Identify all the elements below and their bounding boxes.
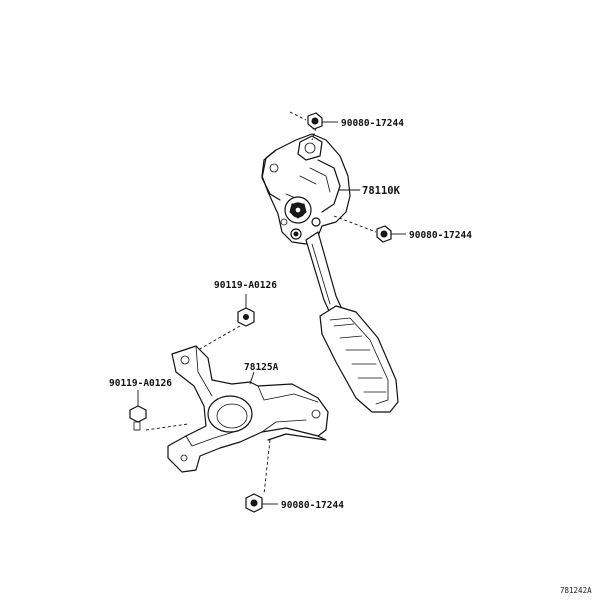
bolt-left-label: 90119-A0126	[109, 378, 172, 389]
pedal-bracket: 78125A	[167, 345, 329, 473]
nut-bottom-label: 90080-17244	[281, 500, 344, 511]
bolt-upper-label: 90119-A0126	[214, 280, 277, 291]
pedal-assembly-callout: 78110K	[338, 185, 401, 197]
nut-right: 90080-17244	[333, 215, 472, 243]
nut-right-label: 90080-17244	[409, 230, 472, 241]
bracket-label: 78125A	[244, 362, 279, 373]
bolt-upper: 90119-A0126	[197, 280, 277, 351]
bolt-left: 90119-A0126	[109, 378, 189, 431]
nut-top-label: 90080-17244	[341, 118, 404, 129]
accelerator-pedal-assembly	[261, 133, 399, 413]
pedal-assembly-label: 78110K	[362, 185, 401, 197]
nut-top: 90080-17244	[289, 111, 404, 141]
figure-code: 781242A	[560, 586, 592, 595]
nut-bottom: 90080-17244	[245, 439, 344, 513]
